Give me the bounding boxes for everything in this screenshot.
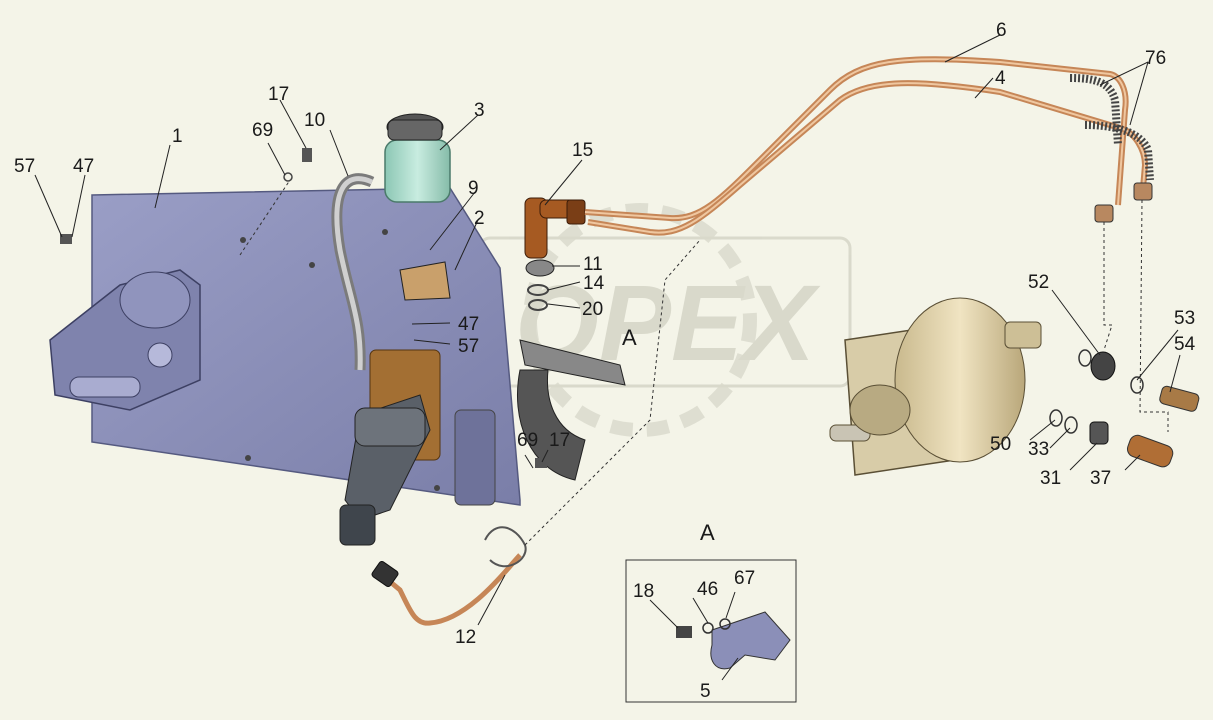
callout-20: 20 — [582, 299, 603, 320]
alignment-line — [1103, 222, 1113, 351]
pipe-nut-b — [1133, 182, 1153, 201]
callout-1: 1 — [172, 126, 183, 147]
callout-37: 37 — [1090, 468, 1111, 489]
feed-hose-highlight — [334, 176, 374, 371]
inset-title: A — [700, 520, 715, 545]
detail-inset: A — [625, 520, 797, 703]
callout-3: 3 — [474, 100, 485, 121]
callout-4: 4 — [995, 68, 1006, 89]
clutch-master-cylinder — [49, 269, 201, 411]
callout-67: 67 — [734, 568, 755, 589]
seal-washer — [1064, 416, 1078, 434]
callout-11: 11 — [583, 254, 603, 275]
callout-57-left: 57 — [14, 156, 35, 177]
flex-hose-b — [1084, 121, 1154, 181]
fluid-reservoir — [384, 113, 451, 203]
seal-washer — [1049, 409, 1063, 427]
callout-17-bottom: 17 — [549, 430, 570, 451]
inset-washer — [702, 622, 714, 634]
elbow-fitting — [524, 197, 586, 259]
callout-47-center: 47 — [458, 314, 479, 335]
inset-frame — [625, 559, 797, 703]
inset-washer — [719, 618, 731, 630]
seal-washer — [1130, 376, 1144, 394]
banjo-bolt — [1159, 385, 1200, 412]
callout-labels: 1 2 3 4 5 6 9 10 11 12 14 15 17 17 18 20… — [14, 20, 1196, 702]
callout-17-top: 17 — [268, 84, 289, 105]
watermark-gear-icon — [523, 203, 757, 437]
brake-pipe-upper-highlight — [584, 58, 1127, 220]
elbow-connector — [1126, 434, 1174, 468]
flex-hose-a — [1069, 74, 1122, 146]
callout-14: 14 — [583, 273, 605, 294]
main-cylinder — [339, 349, 441, 546]
brake-pipe-upper — [584, 56, 1129, 222]
bolt — [60, 234, 72, 244]
callout-47-left: 47 — [73, 156, 94, 177]
callout-50: 50 — [990, 434, 1011, 455]
clutch-booster — [829, 297, 1042, 476]
bolt — [535, 458, 547, 468]
callout-10: 10 — [304, 110, 325, 131]
inset-bracket — [710, 611, 791, 670]
pipe-nut-c — [371, 560, 399, 588]
callout-2: 2 — [474, 208, 485, 229]
callout-18: 18 — [633, 581, 654, 602]
callout-31: 31 — [1040, 468, 1061, 489]
pipe-clip — [484, 526, 527, 568]
callout-57-center: 57 — [458, 336, 479, 357]
leader-lines — [34, 34, 1181, 681]
callout-12: 12 — [455, 627, 476, 648]
alignment-line — [524, 239, 701, 546]
pipe-nut-a — [1094, 204, 1114, 223]
hook-bracket — [399, 261, 626, 481]
callout-46: 46 — [697, 579, 718, 600]
bolt — [302, 148, 312, 162]
washer — [283, 172, 293, 182]
callout-76: 76 — [1145, 48, 1166, 69]
callout-52: 52 — [1028, 272, 1049, 293]
callout-53: 53 — [1174, 308, 1195, 329]
callout-9: 9 — [468, 178, 479, 199]
section-marker: A — [622, 325, 637, 350]
callout-69-bottom: 69 — [517, 430, 538, 451]
callout-33: 33 — [1028, 439, 1049, 460]
union-nut — [1089, 421, 1109, 445]
seal-washer — [1078, 349, 1092, 367]
washer-small — [528, 299, 548, 311]
callout-54: 54 — [1174, 334, 1196, 355]
callout-5: 5 — [700, 681, 711, 702]
callout-6: 6 — [996, 20, 1007, 41]
seal-ring — [525, 259, 555, 277]
banjo-fitting — [1090, 351, 1116, 381]
callout-69-top: 69 — [252, 120, 273, 141]
callout-15: 15 — [572, 140, 593, 161]
inset-bolt — [676, 626, 692, 638]
connecting-pipe — [380, 553, 522, 626]
